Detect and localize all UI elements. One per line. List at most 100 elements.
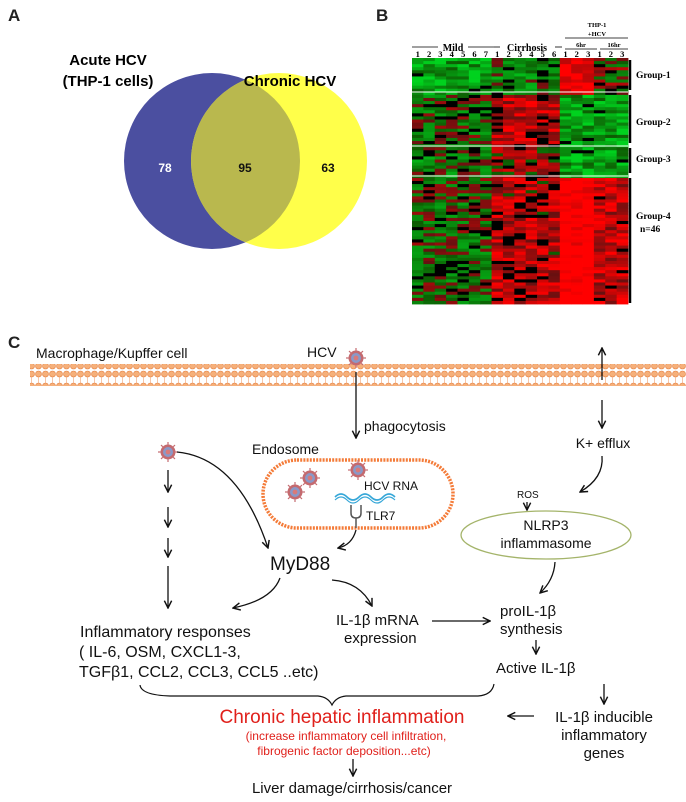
heatmap-cell — [605, 196, 618, 200]
heatmap-cell — [468, 128, 481, 133]
heatmap-cell — [537, 70, 549, 74]
heatmap-cell — [616, 288, 629, 293]
heatmap-cell — [514, 153, 527, 157]
heatmap-cell — [514, 171, 527, 176]
heatmap-cell — [582, 128, 595, 133]
heatmap-cell — [605, 73, 618, 77]
tlr7-to-myd88-arrow — [338, 529, 357, 548]
heatmap-cell — [537, 190, 549, 194]
heatmap-cell — [491, 79, 504, 84]
heatmap-cell — [480, 134, 492, 139]
heatmap-cell — [548, 264, 561, 268]
heatmap-cell — [457, 76, 470, 80]
heatmap-cell — [480, 282, 492, 286]
heatmap-cell — [605, 61, 618, 65]
heatmap-cell — [548, 233, 561, 237]
heatmap-cell — [412, 227, 424, 231]
heatmap-cell — [593, 264, 606, 268]
heatmap-cell — [548, 104, 561, 108]
heatmap-cell — [446, 248, 458, 253]
heatmap-cell — [480, 64, 492, 68]
heatmap-cell — [412, 288, 424, 293]
heatmap-cell — [434, 245, 447, 250]
heatmap-cell — [616, 227, 629, 231]
heatmap-cell — [434, 239, 447, 243]
heatmap-cell — [537, 236, 549, 240]
heatmap-cell — [457, 264, 470, 268]
heatmap-cell — [491, 300, 504, 305]
heatmap-cell — [457, 230, 470, 234]
heatmap-cell — [605, 230, 618, 234]
heatmap-cell — [423, 248, 436, 253]
heatmap-cell — [491, 94, 504, 99]
heatmap-cell — [514, 104, 527, 108]
heatmap-cell — [571, 171, 583, 176]
heatmap-cell — [605, 153, 618, 157]
heatmap-cell — [605, 113, 618, 117]
heatmap-cell — [548, 248, 561, 253]
heatmap-cell — [446, 168, 458, 173]
heatmap-cell — [582, 251, 595, 256]
heatmap-cell — [457, 104, 470, 108]
heatmap-cell — [525, 251, 538, 256]
heatmap-cell — [559, 220, 572, 225]
heatmap-cell — [571, 61, 583, 65]
heatmap-cell — [446, 122, 458, 127]
heatmap-cell — [537, 134, 549, 139]
heatmap-cell — [537, 128, 549, 133]
heatmap-cell — [616, 220, 629, 225]
group-4-count: n=46 — [640, 225, 660, 235]
heatmap-time-16hr: 16hr — [608, 42, 621, 49]
heatmap-cell — [582, 214, 595, 219]
heatmap-cell — [514, 190, 527, 194]
heatmap-cell — [537, 119, 549, 123]
heatmap-cell — [502, 147, 515, 151]
heatmap-cell — [446, 113, 458, 117]
heatmap-cell — [491, 251, 504, 256]
heatmap-cell — [548, 128, 561, 133]
active-il1b-label: Active IL-1β — [496, 660, 576, 677]
heatmap-cell — [434, 270, 447, 274]
heatmap-cell — [502, 110, 515, 114]
heatmap-cell — [502, 205, 515, 210]
heatmap-cell — [548, 153, 561, 157]
heatmap-cell — [423, 257, 436, 262]
heatmap-cell — [525, 171, 538, 176]
heatmap-cell — [525, 291, 538, 296]
heatmap-cell — [457, 220, 470, 225]
heatmap-cell — [525, 153, 538, 157]
heatmap-cell — [582, 248, 595, 253]
heatmap-cell — [616, 217, 629, 222]
heatmap-cell — [412, 193, 424, 197]
heatmap-cell — [434, 94, 447, 99]
heatmap-cell — [548, 288, 561, 293]
heatmap-cell — [582, 224, 595, 228]
heatmap-cell — [502, 165, 515, 170]
heatmap-cell — [593, 288, 606, 293]
heatmap-cell — [593, 104, 606, 108]
heatmap-cell — [468, 208, 481, 213]
heatmap-cell — [548, 147, 561, 151]
heatmap-cell — [582, 119, 595, 123]
heatmap-cell — [537, 141, 549, 145]
heatmap-cell — [423, 85, 436, 90]
heatmap-cell — [616, 101, 629, 105]
cell-type-label: Macrophage/Kupffer cell — [36, 345, 188, 361]
heatmap-cell — [548, 211, 561, 216]
heatmap-cell — [480, 270, 492, 274]
heatmap-cell — [593, 85, 606, 90]
heatmap-cell — [605, 174, 618, 179]
heatmap-cell — [514, 110, 527, 114]
heatmap-cell — [548, 297, 561, 302]
heatmap-cell — [468, 85, 481, 90]
heatmap-cell — [514, 184, 527, 188]
heatmap-cell — [468, 248, 481, 253]
heatmap-cell — [457, 156, 470, 160]
heatmap-cell — [593, 199, 606, 203]
heatmap-cell — [605, 254, 618, 259]
heatmap-cell — [446, 70, 458, 74]
heatmap-cell — [605, 245, 618, 250]
heatmap-cell — [423, 67, 436, 71]
heatmap-cell — [457, 137, 470, 142]
heatmap-cell — [502, 162, 515, 167]
